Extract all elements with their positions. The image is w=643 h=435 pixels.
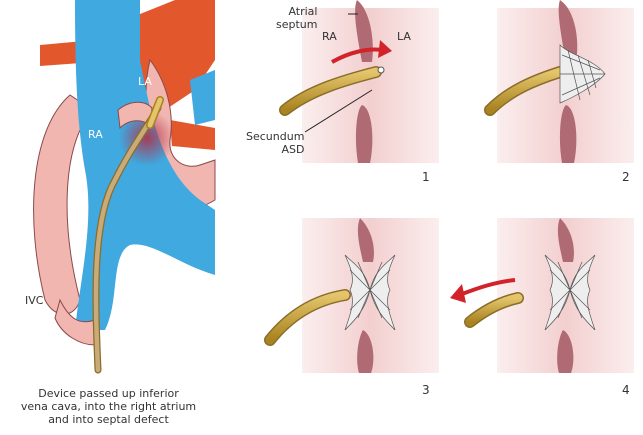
label-la-small: LA <box>397 30 411 43</box>
blue-right-side <box>190 70 215 125</box>
panel-3-device <box>344 254 396 331</box>
figure-caption: Device passed up inferior vena cava, int… <box>20 387 197 426</box>
step-number-3: 3 <box>422 383 430 397</box>
panel-1-septum <box>355 0 373 163</box>
heart-illustration <box>33 0 216 374</box>
pulmonary-vein-lower <box>170 120 215 150</box>
panel-1-arrowhead <box>378 40 392 58</box>
label-ivc: IVC <box>25 294 44 307</box>
panel-2-device <box>559 44 606 104</box>
label-la-main: LA <box>138 75 152 88</box>
secundum-asd-leader <box>304 89 373 133</box>
panel-2-septum <box>558 0 578 163</box>
panel-4-arrow <box>461 278 516 296</box>
panel-3-septum <box>357 218 374 373</box>
panel-1-arrow <box>331 47 383 64</box>
step-number-2: 2 <box>622 170 630 184</box>
label-ra-small: RA <box>322 30 337 43</box>
label-atrial-septum: Atrial septum <box>276 5 318 31</box>
panel-4-septum <box>557 218 574 373</box>
label-secundum-asd: Secundum ASD <box>246 130 305 156</box>
panel-4-arrowhead <box>450 284 466 303</box>
label-ra-main: RA <box>88 128 103 141</box>
step-number-4: 4 <box>622 383 630 397</box>
step-number-1: 1 <box>422 170 430 184</box>
panel-4-device <box>544 254 596 331</box>
